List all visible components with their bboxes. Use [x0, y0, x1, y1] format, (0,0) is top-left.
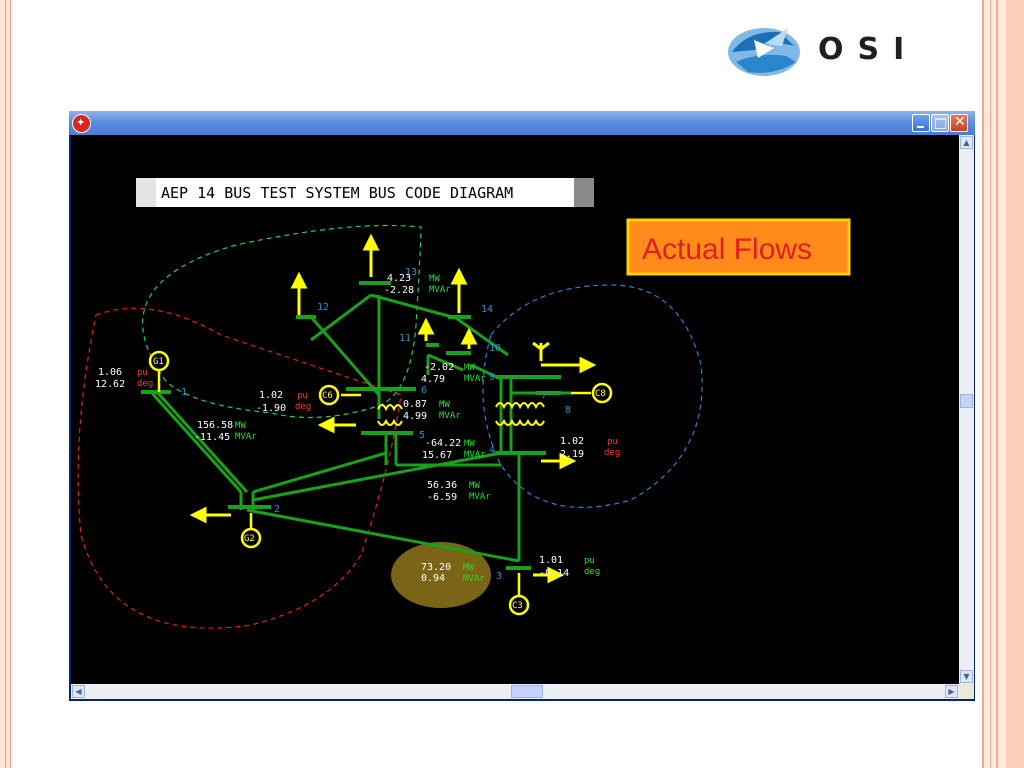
maximize-button[interactable] — [931, 114, 949, 132]
flow45-mvar: 15.67 — [422, 450, 452, 461]
flow45-mw-unit: MW — [464, 439, 475, 449]
gen-c3-label: C3 — [512, 601, 523, 611]
close-button[interactable] — [950, 114, 968, 132]
flow23-mvar-unit: MVAr — [463, 574, 485, 584]
bus6-deg-unit: deg — [295, 402, 311, 412]
diagram-window: AEP 14 BUS TEST SYSTEM BUS CODE DIAGRAM … — [69, 111, 975, 701]
flow12-mw: 156.58 — [197, 420, 233, 431]
horizontal-scrollbar[interactable]: ◀ ▶ — [71, 684, 959, 699]
flow9-mw-unit: MW — [464, 363, 475, 373]
scroll-right-button[interactable]: ▶ — [945, 685, 958, 698]
transformers — [377, 402, 545, 426]
bus6-pu-unit: pu — [297, 391, 308, 401]
bus1-pu-unit: pu — [137, 368, 148, 378]
zone-blue — [482, 284, 703, 508]
logo-text: OSI — [818, 32, 919, 67]
vertical-scroll-thumb[interactable] — [960, 394, 973, 408]
bus-label-4: 4 — [489, 445, 495, 456]
bus4-deg-unit: deg — [604, 448, 620, 458]
generator-symbols — [148, 350, 613, 616]
scroll-up-button[interactable]: ▲ — [960, 136, 973, 149]
flow5t-mw: 0.87 — [403, 399, 427, 410]
zone-green — [142, 224, 422, 419]
vertical-scrollbar[interactable]: ▲ ▼ — [959, 135, 974, 684]
flow5t-mvar-unit: MVAr — [439, 411, 461, 421]
scroll-left-button[interactable]: ◀ — [72, 685, 85, 698]
bus-label-6: 6 — [421, 385, 427, 396]
slide-right-border — [982, 0, 1024, 768]
scroll-down-button[interactable]: ▼ — [960, 670, 973, 683]
osi-logo: OSI — [724, 22, 924, 82]
slide-left-border — [0, 0, 11, 768]
flow9-mw: -2.02 — [424, 362, 454, 373]
bus4-voltage: 1.02 — [560, 436, 584, 447]
bus-label-5: 5 — [419, 430, 425, 441]
app-icon[interactable] — [72, 114, 91, 133]
flow24-mw: 56.36 — [427, 480, 457, 491]
bus-label-8: 8 — [565, 405, 571, 416]
gen-c8-label: C8 — [595, 389, 606, 399]
title-box — [136, 178, 594, 207]
bus-label-13: 13 — [405, 267, 417, 278]
bus-label-9: 9 — [489, 372, 495, 383]
flow13-mw: 4.23 — [387, 273, 411, 284]
flow5t-mw-unit: MW — [439, 400, 450, 410]
flow45-mvar-unit: MVAr — [464, 450, 486, 460]
bus1-deg-unit: deg — [137, 379, 153, 389]
diagram-canvas[interactable]: AEP 14 BUS TEST SYSTEM BUS CODE DIAGRAM … — [71, 135, 959, 684]
flow5t-mvar: 4.99 — [403, 411, 427, 422]
bus6-angle: -1.90 — [256, 403, 286, 414]
window-titlebar[interactable] — [69, 111, 975, 135]
bus-bars — [141, 281, 561, 570]
gen-g2-label: G2 — [244, 534, 255, 544]
flow12-mw-unit: MW — [235, 421, 246, 431]
diagram-title: AEP 14 BUS TEST SYSTEM BUS CODE DIAGRAM — [161, 184, 513, 202]
bus-label-10: 10 — [489, 343, 501, 354]
bus4-pu-unit: pu — [607, 437, 618, 447]
actual-flows-label: Actual Flows — [642, 233, 812, 266]
bus3-angle: -0.14 — [539, 568, 569, 579]
bus4-angle: 2.19 — [560, 449, 584, 460]
bus1-voltage: 1.06 — [98, 367, 122, 378]
flow13-mvar: -2.28 — [384, 285, 414, 296]
flow13-mw-unit: MW — [429, 274, 440, 284]
bus-label-2: 2 — [274, 504, 280, 515]
flow24-mw-unit: MW — [469, 481, 480, 491]
flow9-mvar: 4.79 — [421, 374, 445, 385]
bus3-voltage: 1.01 — [539, 555, 563, 566]
bus-label-7: 7 — [541, 390, 547, 401]
bus1-angle: 12.62 — [95, 379, 125, 390]
bus-label-3: 3 — [496, 571, 502, 582]
flow24-mvar-unit: MVAr — [469, 492, 491, 502]
flow-highlight — [391, 542, 491, 608]
minimize-button[interactable] — [912, 114, 930, 132]
bus-label-12: 12 — [317, 302, 329, 313]
flow23-mw-unit: MW — [463, 563, 474, 573]
gen-g1-label: G1 — [153, 357, 164, 367]
resize-grip[interactable] — [959, 684, 974, 699]
actual-flows-badge[interactable] — [626, 218, 851, 276]
bus-label-1: 1 — [181, 387, 187, 398]
bus3-pu-unit: pu — [584, 556, 595, 566]
horizontal-scroll-thumb[interactable] — [511, 685, 543, 698]
gen-c6-label: C6 — [322, 391, 333, 401]
flow13-mvar-unit: MVAr — [429, 285, 451, 295]
osi-globe-icon — [728, 28, 800, 76]
flow24-mvar: -6.59 — [427, 492, 457, 503]
flow12-mvar-unit: MVAr — [235, 432, 257, 442]
flow45-mw: -64.22 — [425, 438, 461, 449]
transmission-lines — [149, 293, 571, 563]
flow23-mvar: 0.94 — [421, 573, 445, 584]
zone-red — [77, 307, 402, 629]
bus-label-11: 11 — [399, 333, 411, 344]
load-arrows — [189, 233, 597, 584]
bus3-deg-unit: deg — [584, 567, 600, 577]
bus6-voltage: 1.02 — [259, 390, 283, 401]
flow23-mw: 73.20 — [421, 562, 451, 573]
bus-label-14: 14 — [481, 304, 493, 315]
flow9-mvar-unit: MVAr — [464, 374, 486, 384]
flow12-mvar: -11.45 — [194, 432, 230, 443]
